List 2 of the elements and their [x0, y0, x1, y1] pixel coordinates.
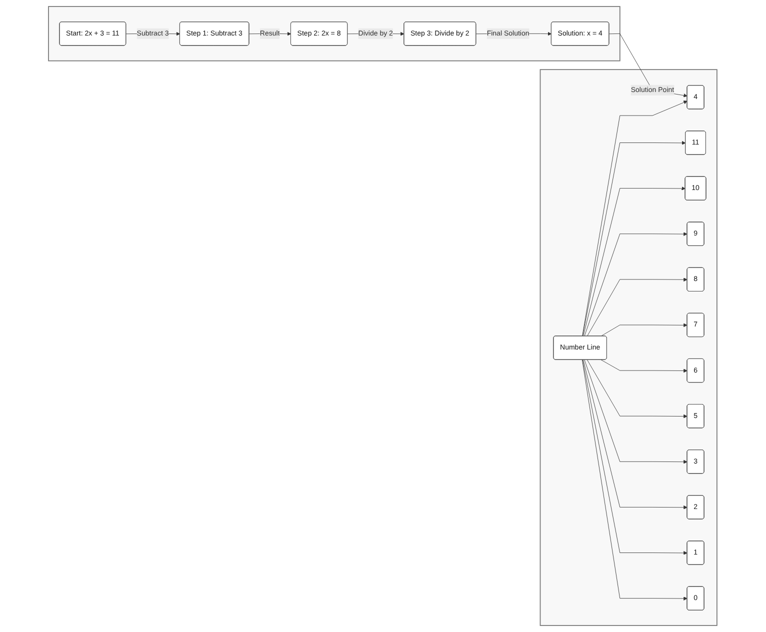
cluster: [48, 6, 621, 62]
cluster: [540, 69, 718, 626]
